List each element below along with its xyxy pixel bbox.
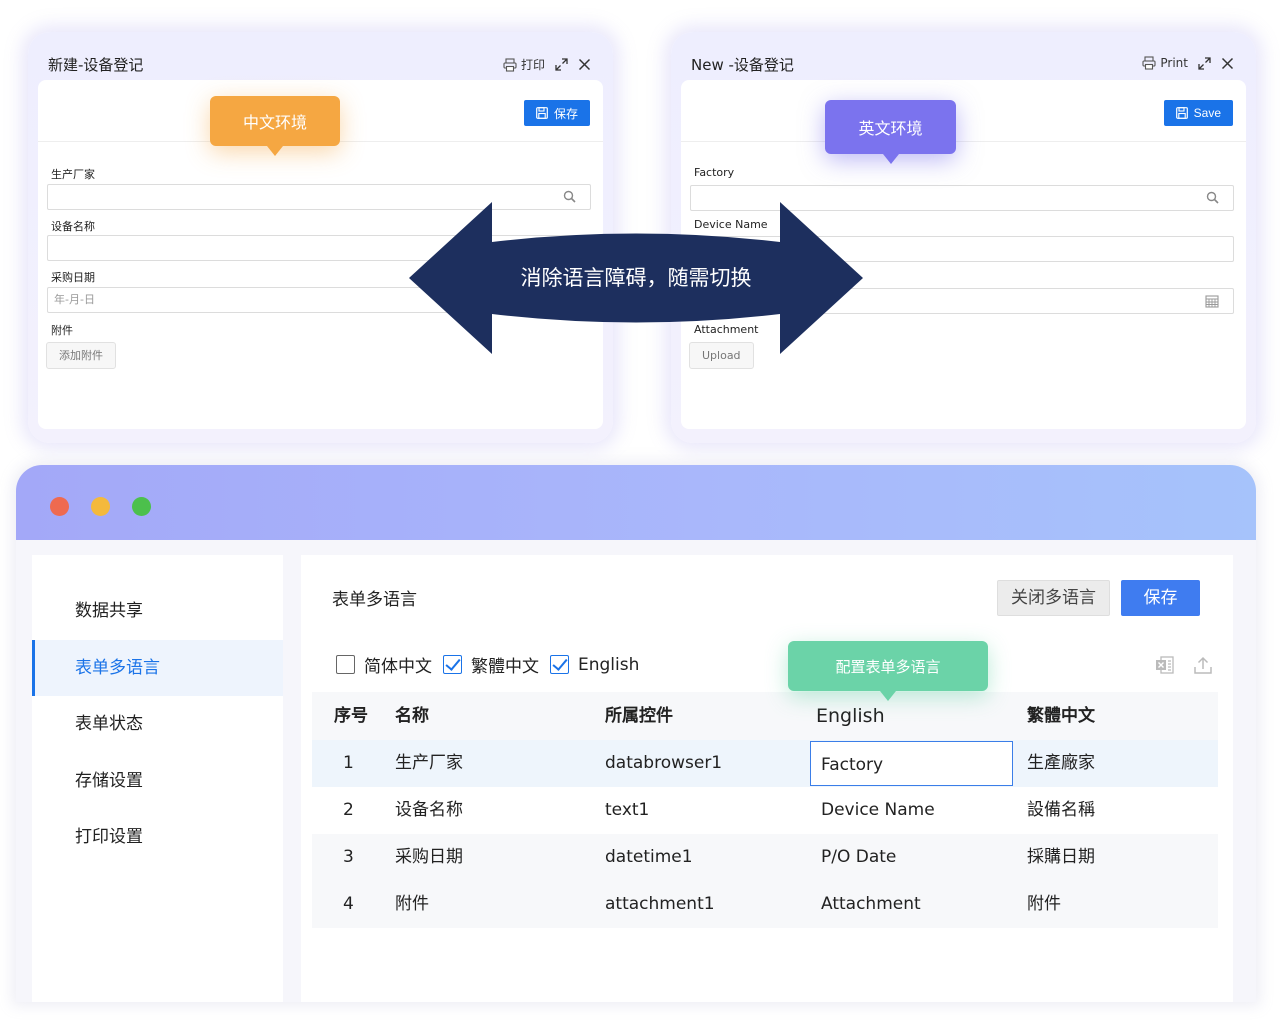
arrow-caption: 消除语言障碍，随需切换 (520, 266, 752, 290)
row-index: 1 (343, 753, 354, 773)
close-icon[interactable] (578, 58, 591, 71)
row-index: 2 (343, 800, 354, 820)
traditional-chinese-checkbox[interactable] (443, 655, 462, 674)
english-edit-input[interactable]: Factory (810, 741, 1013, 786)
language-switch-arrow: 消除语言障碍，随需切换 (405, 200, 867, 356)
window-toolbar: Print (1142, 56, 1234, 70)
row-traditional[interactable]: 附件 (1027, 894, 1061, 914)
settings-sidebar: 数据共享 表单多语言 表单状态 存储设置 打印设置 (32, 555, 283, 1002)
row-english[interactable]: Device Name (821, 800, 935, 820)
close-dot[interactable] (50, 497, 69, 516)
header-english: English (816, 705, 885, 727)
page-title: 表单多语言 (332, 590, 417, 610)
english-checkbox[interactable] (550, 655, 569, 674)
expand-icon[interactable] (1198, 56, 1211, 70)
table-header: 序号 名称 所属控件 English 繁體中文 (312, 692, 1218, 740)
excel-icon[interactable] (1155, 655, 1175, 675)
save-label: Save (1193, 106, 1221, 120)
simplified-chinese-label: 简体中文 (364, 657, 432, 677)
sidebar-item-data-sharing[interactable]: 数据共享 (75, 601, 143, 621)
english-env-tooltip: 英文环境 (825, 100, 956, 164)
row-index: 4 (343, 894, 354, 914)
attachment-label: Attachment (694, 323, 759, 336)
print-label: Print (1160, 56, 1188, 70)
search-icon[interactable] (563, 190, 576, 203)
calendar-icon[interactable] (1205, 294, 1219, 308)
double-arrow-icon (409, 202, 863, 354)
row-control: attachment1 (605, 894, 715, 914)
sidebar-item-storage-settings[interactable]: 存储设置 (75, 771, 143, 791)
table-row[interactable]: 3 采购日期 datetime1 P/O Date 採購日期 (312, 834, 1218, 881)
settings-window: 数据共享 表单多语言 表单状态 存储设置 打印设置 表单多语言 关闭多语言 保存… (16, 465, 1256, 1002)
maximize-dot[interactable] (132, 497, 151, 516)
date-placeholder: 年-月-日 (54, 293, 95, 306)
window-toolbar: 打印 (503, 56, 591, 73)
device-name-label: Device Name (694, 218, 768, 231)
manufacturer-input[interactable] (47, 184, 591, 210)
table-toolbar (1155, 655, 1213, 675)
minimize-dot[interactable] (91, 497, 110, 516)
row-name: 生产厂家 (395, 753, 463, 773)
add-attachment-button[interactable]: 添加附件 (46, 342, 116, 369)
save-button[interactable]: 保存 (523, 100, 590, 126)
upload-icon[interactable] (1193, 655, 1213, 675)
traditional-chinese-label: 繁體中文 (471, 657, 539, 677)
language-checkboxes: 简体中文 繁體中文 English (336, 652, 650, 677)
print-button[interactable]: 打印 (503, 56, 545, 73)
search-icon[interactable] (1206, 191, 1219, 204)
manufacturer-label: 生产厂家 (51, 168, 95, 181)
settings-content: 表单多语言 关闭多语言 保存 简体中文 繁體中文 English 序号 名称 所… (301, 555, 1233, 1002)
close-multilingual-button[interactable]: 关闭多语言 (997, 580, 1110, 616)
printer-icon (1142, 56, 1156, 70)
window-title: 新建-设备登记 (48, 56, 144, 74)
row-traditional[interactable]: 設備名稱 (1027, 800, 1095, 820)
multilingual-table: 序号 名称 所属控件 English 繁體中文 1 生产厂家 databrows… (312, 692, 1218, 928)
header-control: 所属控件 (605, 706, 673, 726)
save-disk-icon (536, 107, 548, 119)
attachment-label: 附件 (51, 324, 73, 337)
device-name-label: 设备名称 (51, 220, 95, 233)
print-button[interactable]: Print (1142, 56, 1188, 70)
printer-icon (503, 57, 517, 72)
window-titlebar (16, 465, 1256, 540)
print-label: 打印 (520, 58, 545, 72)
table-row[interactable]: 1 生产厂家 databrowser1 Factory 生產廠家 (312, 740, 1218, 787)
configure-multilingual-tooltip: 配置表单多语言 (788, 641, 988, 701)
sidebar-item-print-settings[interactable]: 打印设置 (75, 827, 143, 847)
save-label: 保存 (553, 106, 578, 121)
row-traditional[interactable]: 生產廠家 (1027, 753, 1095, 773)
row-english[interactable]: Attachment (821, 894, 921, 914)
row-control: databrowser1 (605, 753, 723, 773)
header-index: 序号 (334, 706, 368, 726)
header-traditional: 繁體中文 (1027, 706, 1095, 726)
save-button[interactable]: 保存 (1121, 580, 1200, 616)
header-name: 名称 (395, 706, 429, 726)
sidebar-item-form-multilingual[interactable]: 表单多语言 (32, 640, 283, 696)
row-name: 设备名称 (395, 800, 463, 820)
close-icon[interactable] (1221, 57, 1234, 70)
row-control: text1 (605, 800, 650, 820)
english-label: English (578, 654, 640, 675)
save-button[interactable]: Save (1163, 100, 1233, 126)
row-name: 采购日期 (395, 847, 463, 867)
form-header: Save (681, 80, 1246, 142)
row-control: datetime1 (605, 847, 693, 867)
row-index: 3 (343, 847, 354, 867)
table-row[interactable]: 4 附件 attachment1 Attachment 附件 (312, 881, 1218, 928)
purchase-date-label: 采购日期 (51, 271, 95, 284)
save-disk-icon (1175, 107, 1188, 119)
chinese-env-tooltip: 中文环境 (210, 96, 340, 156)
factory-label: Factory (694, 166, 735, 179)
sidebar-item-form-status[interactable]: 表单状态 (75, 714, 143, 734)
window-title: New -设备登记 (691, 56, 794, 74)
upload-button[interactable]: Upload (689, 342, 754, 369)
expand-icon[interactable] (555, 58, 568, 71)
simplified-chinese-checkbox[interactable] (336, 655, 355, 674)
row-traditional[interactable]: 採購日期 (1027, 847, 1095, 867)
row-english[interactable]: P/O Date (821, 847, 897, 867)
row-name: 附件 (395, 894, 429, 914)
table-row[interactable]: 2 设备名称 text1 Device Name 設備名稱 (312, 787, 1218, 834)
